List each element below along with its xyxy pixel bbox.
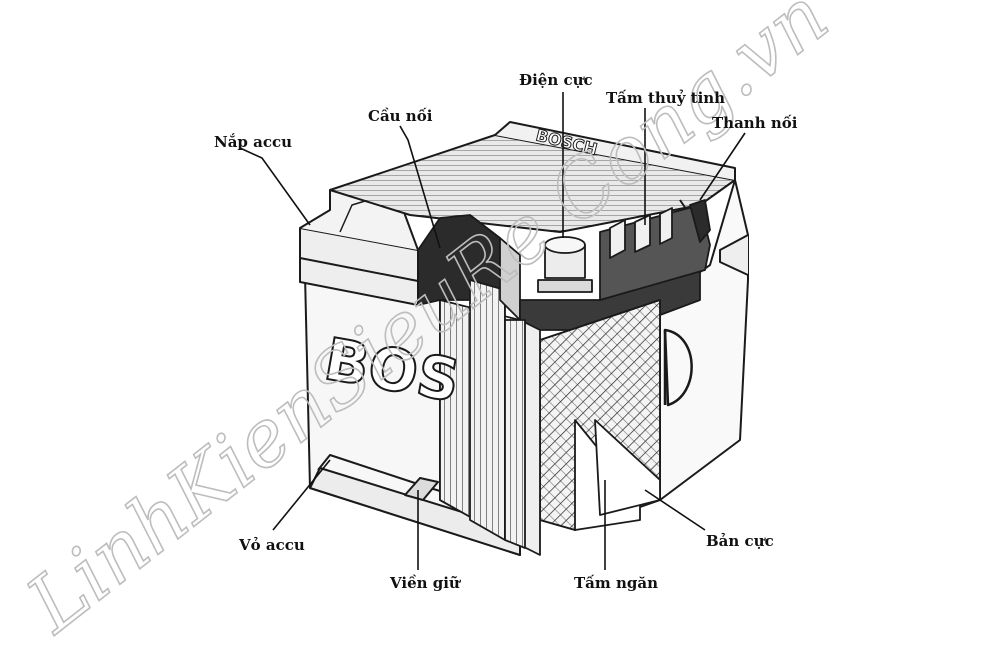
label-nap-accu: Nắp accu	[214, 133, 293, 151]
leader-lines	[239, 92, 746, 570]
label-dien-cuc: Điện cực	[519, 71, 593, 89]
battery-cutaway	[417, 199, 711, 556]
label-ban-cuc: Bản cực	[706, 532, 774, 550]
leader-cau-noi	[399, 125, 441, 249]
label-tam-ngan: Tấm ngăn	[574, 574, 658, 592]
leader-thanh-noi	[699, 132, 746, 201]
label-vo-accu: Vỏ accu	[239, 536, 305, 554]
label-tam-thuy-tinh: Tấm thuỷ tinh	[606, 89, 726, 107]
battery-case	[299, 121, 749, 556]
leader-nap-accu	[239, 147, 311, 226]
leader-vo-accu	[272, 459, 331, 531]
label-cau-noi: Cầu nối	[368, 107, 433, 125]
label-vien-giu: Viền giữ	[390, 574, 460, 592]
leader-ban-cuc	[644, 489, 706, 531]
label-thanh-noi: Thanh nối	[712, 114, 798, 132]
bosch-side-logo	[663, 328, 693, 407]
